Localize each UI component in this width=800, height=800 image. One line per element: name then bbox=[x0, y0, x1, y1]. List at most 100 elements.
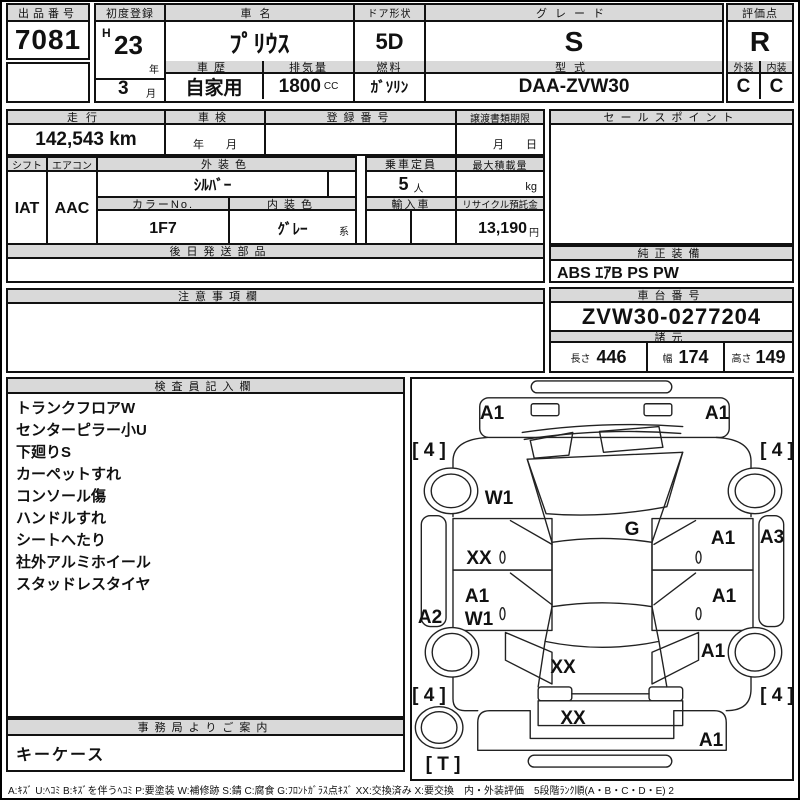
windshield-shape bbox=[526, 451, 684, 516]
damage-marker-4: [ 4 ] bbox=[412, 685, 446, 706]
fuel-value: ｶﾞｿﾘﾝ bbox=[370, 79, 409, 96]
transfer-deadline-label: 譲渡書類期限 bbox=[457, 111, 543, 125]
rear-trim-shape bbox=[527, 754, 673, 768]
maxload-unit: kg bbox=[457, 172, 543, 198]
auction-number-value: 7081 bbox=[14, 24, 82, 55]
displacement-label: 排気量 bbox=[262, 61, 353, 74]
damage-marker-4: [ 4 ] bbox=[412, 440, 446, 461]
chassis-number-label: 車台番号 bbox=[551, 289, 792, 303]
month-unit: 月 bbox=[146, 89, 156, 100]
body-edge-front-left bbox=[452, 436, 489, 518]
registration-number-label: 登録番号 bbox=[266, 111, 455, 125]
spec-label: 諸元 bbox=[551, 330, 792, 343]
recycle-label: リサイクル預託金 bbox=[457, 198, 543, 211]
inspector-note: スタッドレスタイヤ bbox=[16, 576, 151, 593]
grade-label: グレード bbox=[426, 5, 722, 22]
interior-grade-value: C bbox=[759, 74, 792, 99]
transfer-deadline-value: 月 日 bbox=[493, 139, 537, 151]
damage-marker-A3: A3 bbox=[759, 527, 785, 548]
spare-tire-inner bbox=[420, 710, 458, 745]
inspector-note: ハンドルすれ bbox=[16, 510, 107, 527]
mileage-value: 142,543 km bbox=[35, 128, 137, 150]
first-registration-box: 初度登録 H 23 年 3 月 bbox=[94, 3, 166, 103]
maxload-label: 最大積載量 bbox=[457, 158, 543, 172]
door-glass-line bbox=[509, 572, 553, 606]
chassis-number-box: 車台番号 ZVW30-0277204 諸元 長さ 446 幅 174 高さ 14… bbox=[549, 287, 794, 373]
transfer-deadline-box: 譲渡書類期限 月 日 bbox=[455, 109, 545, 156]
sales-point-box: セールスポイント bbox=[549, 109, 794, 245]
damage-marker-W1: W1 bbox=[484, 488, 514, 509]
sill-left-shape bbox=[420, 514, 447, 628]
wheel-front-left-inner bbox=[430, 473, 472, 509]
office-info-value: キーケース bbox=[16, 747, 106, 764]
inspector-note: 下廻りS bbox=[16, 444, 72, 461]
damage-marker-A1: A1 bbox=[704, 403, 730, 424]
sill-right-shape bbox=[758, 514, 785, 628]
damage-marker-T: [ T ] bbox=[425, 754, 461, 775]
interior-color-value: ｸﾞﾚｰ bbox=[277, 221, 308, 238]
quarter-left-shape bbox=[504, 631, 553, 685]
door-glass-line bbox=[509, 519, 553, 546]
damage-marker-W1: W1 bbox=[464, 609, 494, 630]
headlight-left-shape bbox=[530, 403, 560, 417]
capacity-box: 乗車定員 5 人 輸入車 bbox=[365, 156, 457, 248]
sales-point-label: セールスポイント bbox=[551, 111, 792, 125]
door-shape-label: ドア形状 bbox=[355, 5, 424, 22]
color-no-label: カラーNo. bbox=[98, 198, 228, 211]
damage-marker-4: [ 4 ] bbox=[760, 440, 794, 461]
inspector-note: 社外アルミホイール bbox=[16, 554, 151, 571]
aircon-box: エアコン AAC bbox=[46, 156, 98, 248]
wheel-rear-right-inner bbox=[734, 632, 776, 672]
chassis-number-value: ZVW30-0277204 bbox=[581, 303, 762, 329]
rear-bumper-shape bbox=[477, 709, 727, 751]
aircon-label: エアコン bbox=[48, 158, 96, 172]
door-glass-line bbox=[653, 572, 697, 606]
import-label: 輸入車 bbox=[367, 198, 455, 211]
damage-marker-G: G bbox=[624, 519, 640, 540]
quarter-right-shape bbox=[651, 631, 700, 685]
wheel-rear-left-inner bbox=[431, 632, 473, 672]
exterior-color-sub-cell bbox=[327, 172, 355, 196]
shaken-label: 車検 bbox=[166, 111, 264, 125]
history-value: 自家用 bbox=[185, 78, 243, 99]
first-reg-month: 3 bbox=[118, 78, 129, 99]
door-shape-value: 5D bbox=[375, 28, 404, 54]
exterior-grade-value: C bbox=[736, 75, 751, 97]
office-info-label: 事務局よりご案内 bbox=[8, 720, 403, 736]
exterior-grade-label: 外装 bbox=[728, 61, 759, 74]
later-shipped-parts-label: 後日発送部品 bbox=[8, 245, 543, 259]
recycle-unit: 円 bbox=[529, 227, 539, 239]
capacity-unit: 人 bbox=[413, 183, 424, 195]
damage-marker-4: [ 4 ] bbox=[760, 685, 794, 706]
factory-equipment-label: 純正装備 bbox=[551, 247, 792, 261]
damage-marker-A1: A1 bbox=[700, 641, 726, 662]
door-handle bbox=[499, 550, 506, 564]
car-name-label: 車名 bbox=[166, 5, 353, 22]
a-pillar-left bbox=[526, 458, 553, 544]
door-glass-line bbox=[653, 519, 697, 546]
capacity-label: 乗車定員 bbox=[367, 158, 455, 172]
inspector-note: センターピラー小U bbox=[16, 422, 147, 439]
office-info-box: 事務局よりご案内 キーケース bbox=[6, 718, 405, 772]
damage-marker-XX: XX bbox=[560, 708, 586, 729]
car-name-value: ﾌﾟﾘｳｽ bbox=[229, 31, 290, 58]
capacity-value: 5 bbox=[398, 173, 409, 194]
later-shipped-parts-box: 後日発送部品 bbox=[6, 243, 545, 283]
door-shape-box: ドア形状 5D 燃料 ｶﾞｿﾘﾝ bbox=[353, 3, 426, 103]
score-label: 評価点 bbox=[728, 5, 792, 22]
inspector-note: トランクフロアW bbox=[16, 400, 136, 417]
height-value: 149 bbox=[755, 346, 786, 367]
cowl-line bbox=[523, 430, 682, 441]
door-handle bbox=[499, 607, 506, 621]
front-bumper-shape bbox=[530, 380, 673, 394]
first-reg-year: 23 bbox=[114, 30, 143, 60]
height-label: 高さ bbox=[731, 353, 752, 365]
damage-marker-A1: A1 bbox=[698, 730, 724, 751]
model-code-label: 型式 bbox=[426, 61, 722, 74]
color-box: 外装色 ｼﾙﾊﾞｰ カラーNo. 内装色 1F7 ｸﾞﾚｰ 系 bbox=[96, 156, 357, 248]
exterior-color-label: 外装色 bbox=[98, 158, 355, 172]
import-cell-left bbox=[367, 211, 410, 246]
length-value: 446 bbox=[596, 346, 627, 367]
mileage-box: 走行 142,543 km bbox=[6, 109, 166, 156]
